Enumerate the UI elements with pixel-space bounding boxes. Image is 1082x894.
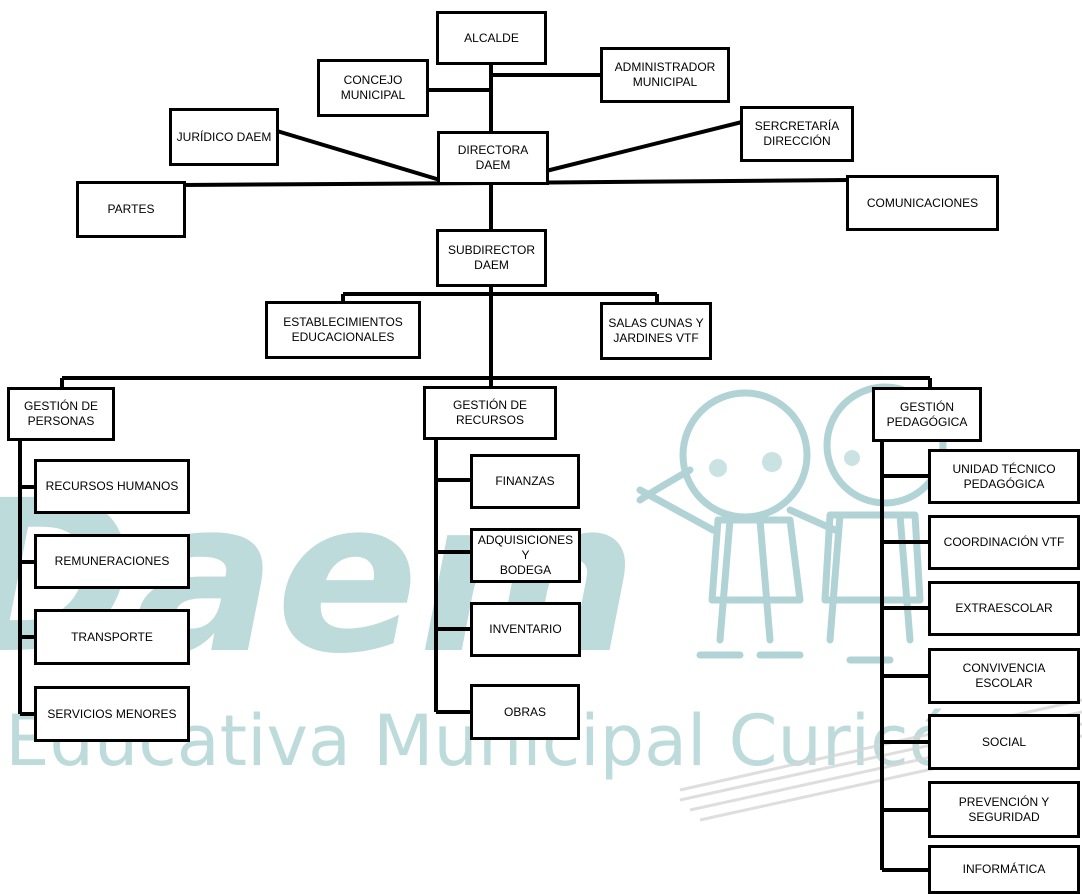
comunicaciones-box: COMUNICACIONES — [846, 175, 999, 231]
salas-cunas-jardines-box: SALAS CUNAS Y JARDINES VTF — [600, 302, 712, 360]
inventario-box: INVENTARIO — [470, 602, 581, 657]
finanzas-box: FINANZAS — [470, 454, 580, 509]
servicios-menores-box: SERVICIOS MENORES — [34, 686, 190, 742]
juridico-daem-box: JURÍDICO DAEM — [169, 108, 279, 166]
convivencia-escolar-box: CONVIVENCIA ESCOLAR — [928, 648, 1080, 704]
directora-daem-box: DIRECTORA DAEM — [437, 131, 549, 185]
establecimientos-educacionales-box: ESTABLECIMIENTOS EDUCACIONALES — [265, 301, 421, 359]
informatica-box: INFORMÁTICA — [928, 845, 1080, 894]
coordinacion-vtf-box: COORDINACIÓN VTF — [928, 515, 1080, 570]
adquisiciones-bodega-box: ADQUISICIONES Y BODEGA — [470, 528, 581, 583]
unidad-tecnico-pedagogica-box: UNIDAD TÉCNICO PEDAGÓGICA — [928, 449, 1080, 504]
administrador-municipal-box: ADMINISTRADOR MUNICIPAL — [600, 47, 730, 103]
obras-box: OBRAS — [470, 684, 580, 740]
gestion-de-recursos-box: GESTIÓN DE RECURSOS — [423, 386, 557, 440]
subdirector-daem-box: SUBDIRECTOR DAEM — [436, 229, 547, 287]
recursos-humanos-box: RECURSOS HUMANOS — [34, 459, 190, 514]
gestion-pedagogica-box: GESTIÓN PEDAGÓGICA — [872, 387, 982, 442]
prevencion-seguridad-box: PREVENCIÓN Y SEGURIDAD — [928, 781, 1080, 838]
gestion-de-personas-box: GESTIÓN DE PERSONAS — [7, 387, 115, 441]
remuneraciones-box: REMUNERACIONES — [34, 534, 190, 589]
secretaria-direccion-box: SERCRETARÍA DIRECCIÓN — [740, 106, 854, 162]
alcalde-box: ALCALDE — [436, 11, 547, 65]
concejo-municipal-box: CONCEJO MUNICIPAL — [317, 59, 429, 117]
partes-box: PARTES — [76, 181, 186, 238]
extraescolar-box: EXTRAESCOLAR — [928, 581, 1080, 636]
social-box: SOCIAL — [928, 714, 1080, 770]
transporte-box: TRANSPORTE — [34, 609, 190, 665]
